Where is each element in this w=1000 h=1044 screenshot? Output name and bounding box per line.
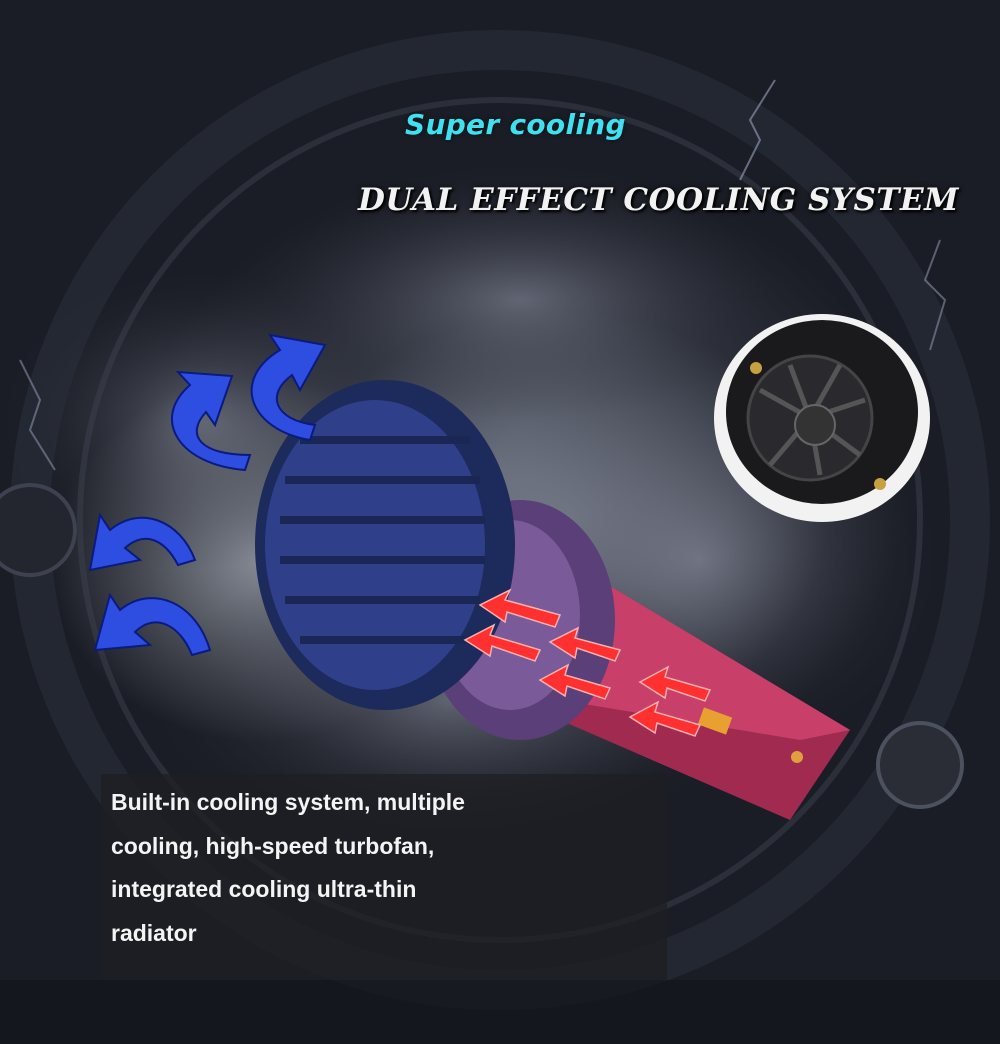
- heat-arrow-icon: [463, 623, 542, 662]
- heat-arrow-icon: [638, 665, 712, 702]
- description-line: cooling, high-speed turbofan,: [111, 833, 435, 859]
- cooling-fan-icon: [714, 314, 930, 522]
- airflow-arrow-icon: [93, 592, 212, 657]
- description-line: Built-in cooling system, multiple: [111, 789, 465, 815]
- bulb-heatsink: [255, 380, 515, 710]
- heat-arrow-icon: [478, 588, 562, 628]
- airflow-arrow-icon: [250, 333, 327, 442]
- headline: Super cooling: [405, 108, 626, 141]
- description-line: integrated cooling ultra-thin: [111, 876, 417, 902]
- page-title: DUAL EFFECT COOLING SYSTEM: [358, 182, 959, 218]
- heat-arrow-icon: [628, 700, 702, 737]
- heat-arrow-icon: [548, 626, 622, 662]
- airflow-arrow-icon: [88, 512, 197, 572]
- airflow-arrow-icon: [171, 370, 252, 472]
- description-line: radiator: [111, 920, 197, 946]
- description-panel: [101, 774, 667, 980]
- heat-arrow-icon: [538, 663, 612, 700]
